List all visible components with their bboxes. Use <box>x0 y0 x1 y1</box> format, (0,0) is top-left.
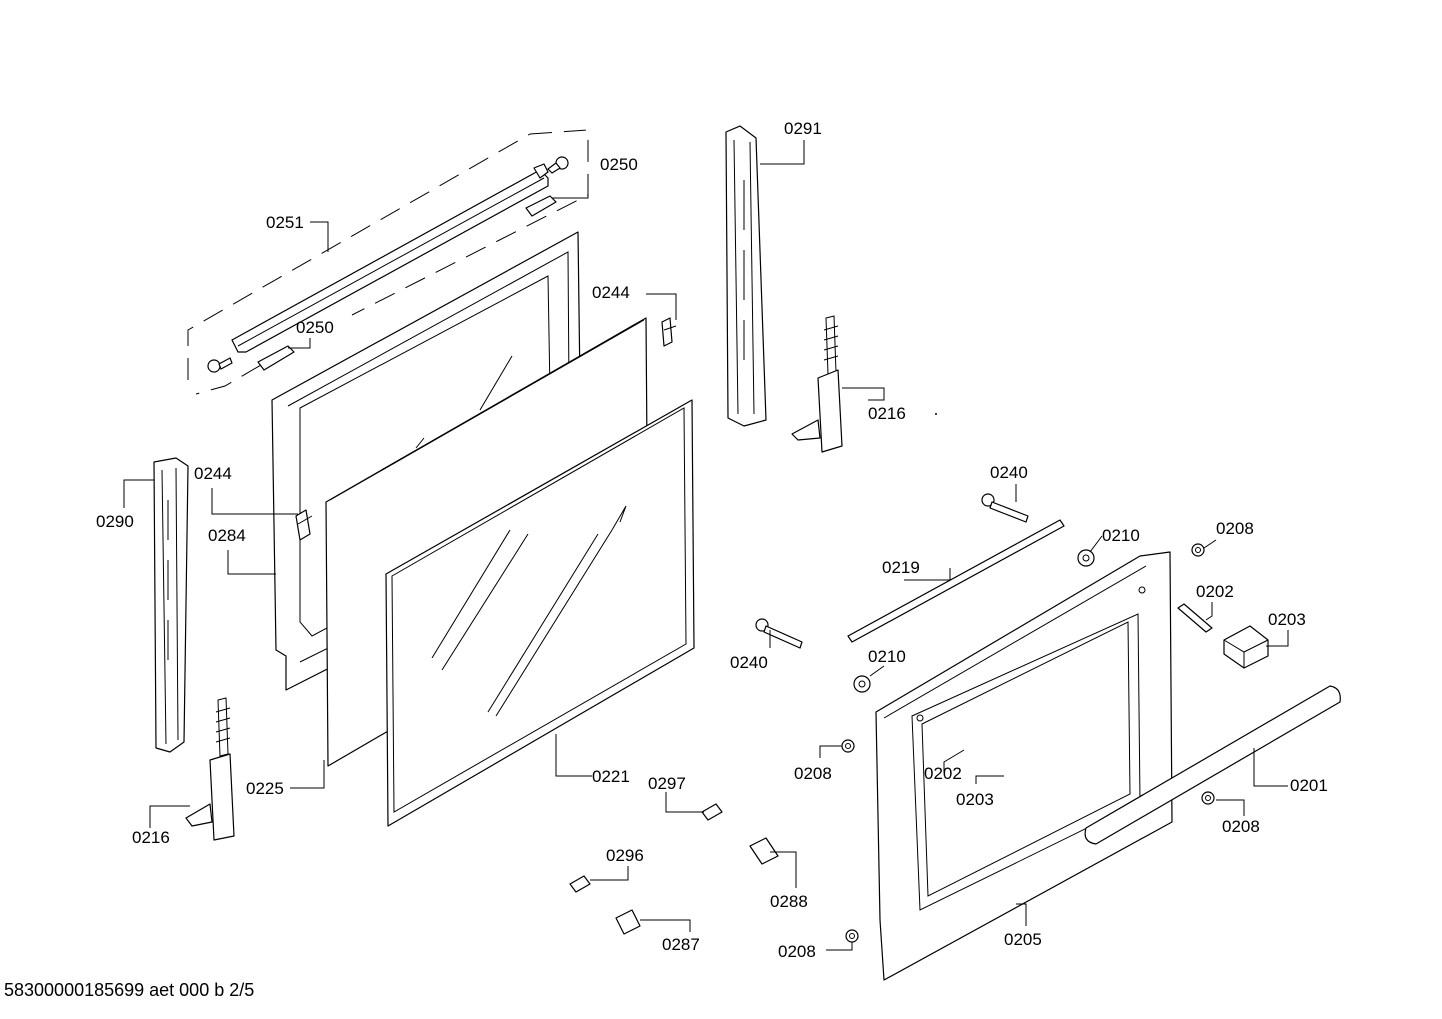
callout-0202-center: 0202 <box>924 764 962 783</box>
callout-0296: 0296 <box>606 846 644 865</box>
part-0251-trim-strip <box>231 163 549 353</box>
part-0216-hinge-left <box>185 697 235 841</box>
part-0244-clip-left <box>295 509 313 541</box>
callout-0290: 0290 <box>96 512 134 531</box>
part-0221-outer-glass <box>385 399 695 827</box>
callout-0219: 0219 <box>882 558 920 577</box>
callout-0208-c: 0208 <box>1222 817 1260 836</box>
callout-0210-bottom: 0210 <box>868 647 906 666</box>
callout-0203-center: 0203 <box>956 790 994 809</box>
part-0244-clip-right <box>661 317 677 347</box>
callout-0221: 0221 <box>592 767 630 786</box>
part-0216-hinge-right <box>791 315 843 453</box>
part-0240-screw-bottom <box>755 618 803 649</box>
callout-0297: 0297 <box>648 774 686 793</box>
part-0288-clip <box>749 837 779 865</box>
callout-0287: 0287 <box>662 935 700 954</box>
callout-0244-right: 0244 <box>592 283 630 302</box>
dashed-assembly-outline <box>187 129 589 395</box>
part-0208-cap-c <box>1201 791 1215 805</box>
part-0250-spacer-top <box>525 195 557 217</box>
callout-0208-a: 0208 <box>1216 519 1254 538</box>
leader-lines <box>123 140 1289 951</box>
callout-0291: 0291 <box>784 119 822 138</box>
callout-0250-top: 0250 <box>600 155 638 174</box>
drawing-footer-code: 58300000185699 aet 000 b 2/5 <box>4 980 255 1000</box>
part-0291-hinge-rail-right <box>725 125 767 427</box>
callout-0251: 0251 <box>266 213 304 232</box>
part-0208-cap-b <box>841 739 855 753</box>
part-0208-cap-d <box>845 929 859 943</box>
part-0296-clip <box>569 875 591 893</box>
callout-0240-bottom: 0240 <box>730 653 768 672</box>
part-0287-clip <box>615 909 641 935</box>
part-0201-handle <box>1084 685 1341 845</box>
callout-0205: 0205 <box>1004 930 1042 949</box>
callout-0216-right: 0216 <box>868 404 906 423</box>
callout-0225: 0225 <box>246 779 284 798</box>
part-0210-bushing-bottom <box>853 675 871 693</box>
callout-0216-left: 0216 <box>132 828 170 847</box>
callout-0210-top: 0210 <box>1102 526 1140 545</box>
callout-0208-d: 0208 <box>778 942 816 961</box>
part-0250-spacer-left <box>257 345 295 371</box>
callout-0208-b: 0208 <box>794 764 832 783</box>
callout-0203-right: 0203 <box>1268 610 1306 629</box>
part-0290-hinge-rail-left <box>153 457 189 753</box>
callout-0288: 0288 <box>770 892 808 911</box>
part-0250-screw-left <box>207 357 233 373</box>
callout-0250-left: 0250 <box>296 318 334 337</box>
callout-0201: 0201 <box>1290 776 1328 795</box>
part-0210-bushing-top <box>1077 549 1095 567</box>
part-0203-block-right <box>1223 625 1269 669</box>
part-0202-pin-right <box>1177 603 1213 633</box>
part-0297-clip <box>701 803 723 821</box>
stray-dot <box>935 413 937 415</box>
part-0219-rod <box>847 519 1065 643</box>
part-0205-door-frame <box>875 551 1173 981</box>
callout-0284: 0284 <box>208 526 246 545</box>
part-0250-screw-top <box>547 156 569 174</box>
callout-0202-right: 0202 <box>1196 582 1234 601</box>
callout-labels: 0291 0250 0251 0250 0244 0216 0244 0290 … <box>96 119 1328 961</box>
callout-0244-left: 0244 <box>194 464 232 483</box>
part-0208-cap-a <box>1191 543 1205 557</box>
callout-0240-top: 0240 <box>990 463 1028 482</box>
part-0240-screw-top <box>981 493 1029 523</box>
